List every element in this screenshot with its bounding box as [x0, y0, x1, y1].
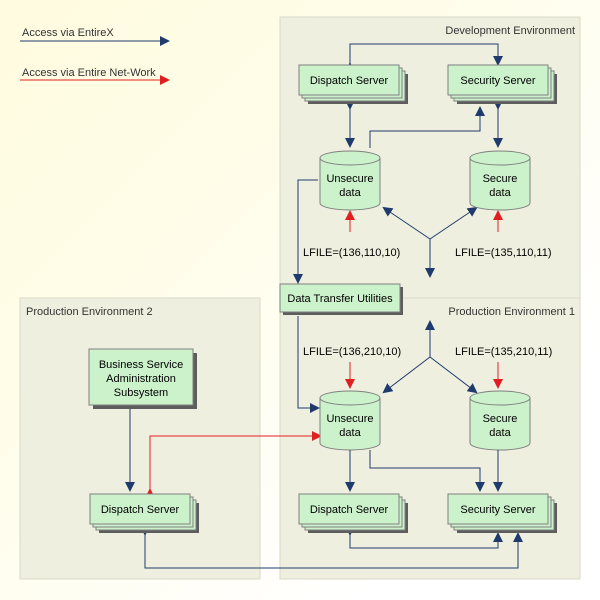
bsas-label-3: Subsystem	[114, 387, 168, 399]
dev-security-label: Security Server	[460, 75, 536, 87]
legend: Access via EntireX Access via Entire Net…	[20, 27, 170, 85]
prod2-environment-panel	[19, 297, 261, 580]
prod1-environment-title: Production Environment 1	[448, 306, 575, 318]
p2-dispatch-label: Dispatch Server	[101, 504, 180, 516]
data-transfer-utilities: Data Transfer Utilities	[279, 283, 403, 315]
bsas-label-1: Business Service	[99, 359, 183, 371]
dev-secure-label-2: data	[489, 187, 511, 199]
dev-unsecure-label-2: data	[339, 187, 361, 199]
p1-dispatch-server: Dispatch Server	[298, 493, 408, 533]
bsas-label-2: Administration	[106, 373, 176, 385]
legend-netwrk-label: Access via Entire Net-Work	[22, 67, 156, 79]
business-service-admin-subsystem: Business Service Administration Subsyste…	[88, 348, 197, 409]
dev-secure-data: Secure data	[469, 150, 531, 211]
p1-security-label: Security Server	[460, 504, 536, 516]
prod2-environment-title: Production Environment 2	[26, 306, 153, 318]
legend-entirex-label: Access via EntireX	[22, 27, 114, 39]
p1-secure-label-1: Secure	[483, 413, 518, 425]
dev-secure-label-1: Secure	[483, 173, 518, 185]
p1-unsecure-lfile: LFILE=(136,210,10)	[303, 346, 401, 358]
p2-dispatch-server: Dispatch Server	[89, 493, 199, 533]
entirex-connectors	[125, 43, 523, 569]
netwrk-connectors	[145, 210, 503, 498]
p1-unsecure-label-2: data	[339, 427, 361, 439]
p1-secure-lfile: LFILE=(135,210,11)	[455, 346, 552, 358]
dev-dispatch-label: Dispatch Server	[310, 75, 389, 87]
dev-secure-lfile: LFILE=(135,110,11)	[455, 247, 552, 259]
dev-unsecure-data: Unsecure data	[319, 150, 381, 211]
p1-security-server: Security Server	[447, 493, 557, 533]
dev-environment-title: Development Environment	[445, 25, 575, 37]
p1-unsecure-data: Unsecure data	[319, 390, 381, 451]
dev-unsecure-label-1: Unsecure	[326, 173, 373, 185]
dev-dispatch-server: Dispatch Server	[298, 64, 408, 104]
dev-security-server: Security Server	[447, 64, 557, 104]
p1-unsecure-label-1: Unsecure	[326, 413, 373, 425]
p1-secure-data: Secure data	[469, 390, 531, 451]
dtu-label: Data Transfer Utilities	[287, 293, 393, 305]
p1-dispatch-label: Dispatch Server	[310, 504, 389, 516]
dev-unsecure-lfile: LFILE=(136,110,10)	[303, 247, 400, 259]
p1-secure-label-2: data	[489, 427, 511, 439]
